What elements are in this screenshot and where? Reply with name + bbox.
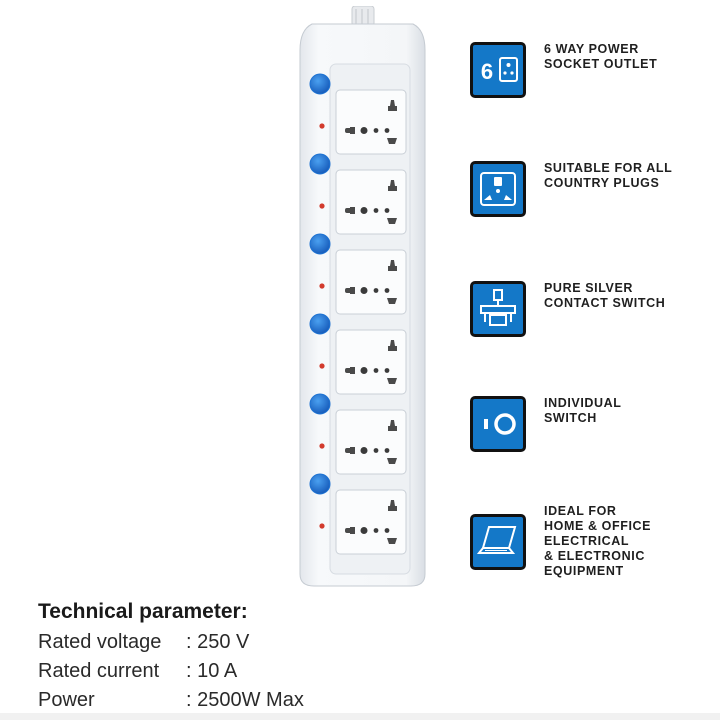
bottom-divider [0,713,720,720]
specs-title: Technical parameter: [38,600,248,623]
socket-pin-hole [384,128,390,133]
spec-value: 2500W Max [186,686,304,715]
spec-row-current: Rated current 10 A [38,657,458,686]
feature-text: INDIVIDUAL SWITCH [544,396,622,425]
socket-pin-hole [384,528,390,533]
indicator-light [319,283,325,289]
indicator-light [319,363,325,369]
indicator-light [319,123,325,129]
feature-text: IDEAL FOR HOME & OFFICE ELECTRICAL & ELE… [544,504,652,578]
socket-pin-hole [387,458,397,464]
socket-pin-hole [387,218,397,224]
socket-outlet [335,409,407,475]
socket-pin-hole [350,127,355,134]
socket-outlet [335,489,407,555]
socket-pin-hole [360,527,368,534]
socket-pin-hole [360,367,368,374]
power-switch-button[interactable] [309,233,331,255]
technical-parameters: Technical parameter: Rated voltage 250 V… [38,598,458,715]
socket-pin-hole [350,367,355,374]
socket-pin-hole [384,368,390,373]
socket-pin-hole [350,207,355,214]
indicator-light [319,443,325,449]
feature-text: PURE SILVER CONTACT SWITCH [544,281,666,310]
socket-pin-hole [387,298,397,304]
power-switch-button[interactable] [309,153,331,175]
six-way-socket-icon: 6 [470,42,526,98]
indicator-light [319,523,325,529]
socket-pin-hole [373,528,379,533]
power-strip-image [299,6,426,587]
spec-value: 10 A [186,657,237,686]
socket-pin-hole [384,208,390,213]
socket-pin-hole [373,128,379,133]
feature-six-way-socket: 6 6 WAY POWER SOCKET OUTLET [470,42,710,106]
spec-label: Rated current [38,660,160,682]
socket-earth-hole [388,180,397,191]
socket-pin-hole [387,538,397,544]
power-switch-button[interactable] [309,393,331,415]
spec-label: Power [38,689,95,711]
socket-earth-hole [388,340,397,351]
power-switch-button[interactable] [309,313,331,335]
socket-pin-hole [350,527,355,534]
socket-pin-hole [387,378,397,384]
spec-label: Rated voltage [38,631,162,653]
six-way-socket-number: 6 [481,59,493,84]
power-switch-button[interactable] [309,473,331,495]
socket-earth-hole [388,500,397,511]
feature-silver-contact: PURE SILVER CONTACT SWITCH [470,281,710,345]
socket-pin-hole [360,287,368,294]
socket-earth-hole [388,260,397,271]
socket-pin-hole [350,287,355,294]
socket-pin-hole [387,138,397,144]
spec-row-voltage: Rated voltage 250 V [38,628,458,657]
feature-text: 6 WAY POWER SOCKET OUTLET [544,42,658,71]
socket-pin-hole [373,368,379,373]
socket-pin-hole [360,207,368,214]
silver-contact-icon [470,281,526,337]
socket-earth-hole [388,100,397,111]
power-switch-button[interactable] [309,73,331,95]
socket-pin-hole [373,208,379,213]
socket-pin-hole [360,447,368,454]
socket-pin-hole [384,288,390,293]
universal-socket-icon [470,161,526,217]
feature-laptop: IDEAL FOR HOME & OFFICE ELECTRICAL & ELE… [470,504,710,588]
feature-text: SUITABLE FOR ALL COUNTRY PLUGS [544,161,673,190]
feature-toggle-switch: INDIVIDUAL SWITCH [470,396,710,460]
socket-pin-hole [384,448,390,453]
socket-pin-hole [373,288,379,293]
laptop-icon [470,514,526,570]
indicator-light [319,203,325,209]
socket-pin-hole [360,127,368,134]
feature-universal-socket: SUITABLE FOR ALL COUNTRY PLUGS [470,161,710,225]
socket-outlet [335,169,407,235]
socket-outlet [335,249,407,315]
socket-earth-hole [388,420,397,431]
spec-row-power: Power 2500W Max [38,686,458,715]
socket-outlet [335,89,407,155]
socket-pin-hole [350,447,355,454]
socket-outlet [335,329,407,395]
socket-pin-hole [373,448,379,453]
toggle-switch-icon [470,396,526,452]
spec-value: 250 V [186,628,249,657]
